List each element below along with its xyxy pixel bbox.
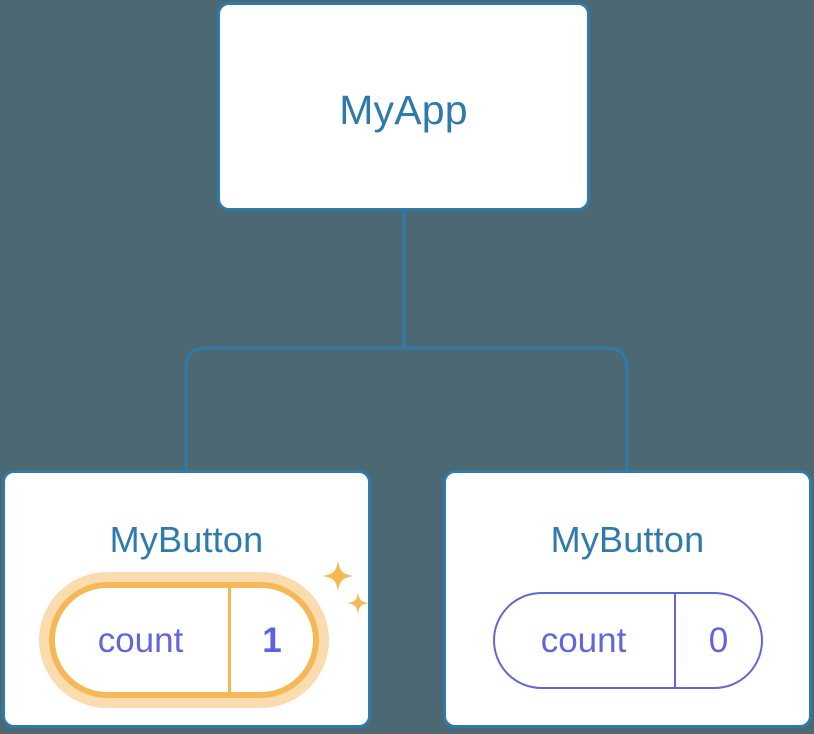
state-value-right: 0 (674, 594, 761, 687)
component-label-myapp: MyApp (339, 87, 468, 133)
state-pill-left-wrapper: count 1 (39, 572, 329, 708)
state-pill-right[interactable]: count 0 (493, 592, 763, 689)
state-pill-glow-ring (39, 572, 329, 708)
state-value-left: 1 (228, 588, 313, 692)
component-node-myapp[interactable]: MyApp (217, 2, 590, 211)
state-pill-left[interactable]: count 1 (49, 582, 319, 698)
edge-root-to-left-child (184, 346, 404, 470)
state-key-right: count (540, 621, 627, 660)
edge-root-to-right-child (404, 346, 629, 470)
component-label-mybutton-right: MyButton (550, 519, 705, 560)
component-label-mybutton-left: MyButton (109, 519, 264, 560)
state-key-left: count (97, 620, 184, 660)
